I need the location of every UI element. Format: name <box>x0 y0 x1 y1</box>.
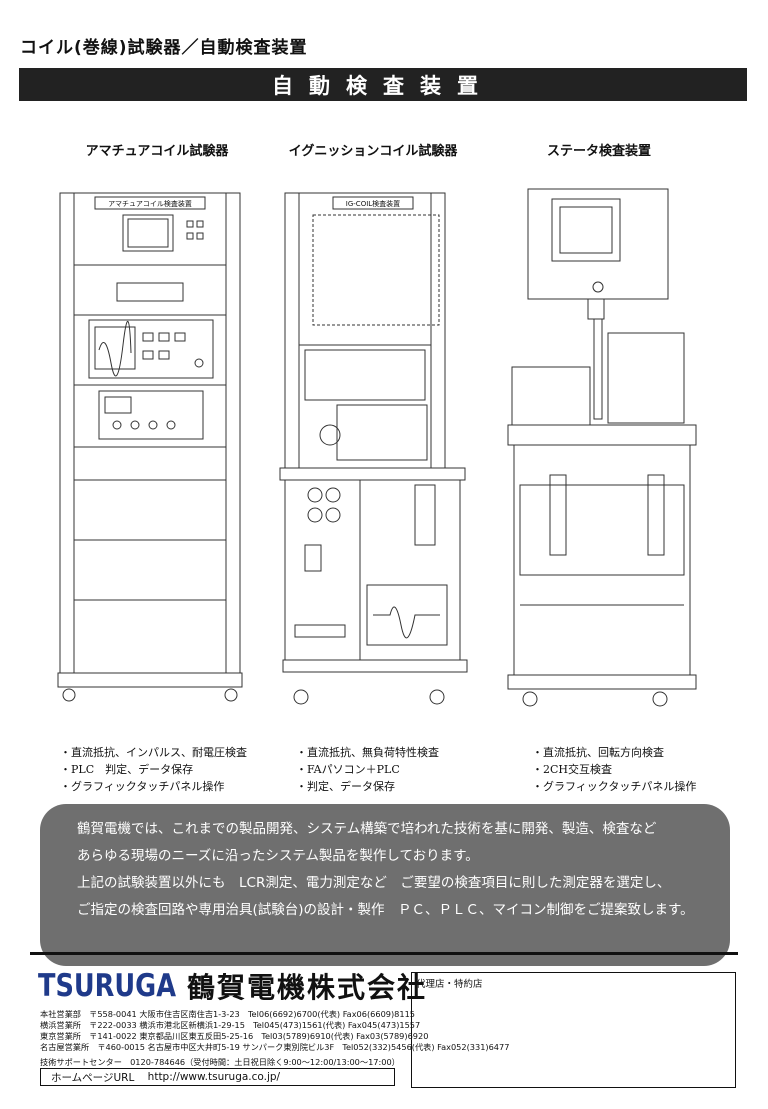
info-line: あらゆる現場のニーズに沿ったシステム製品を製作しております。 <box>77 848 479 864</box>
info-line: ご指定の検査回路や専用治具(試験台)の設計・製作 ＰＣ、ＰＬＣ、マイコン制御をご… <box>77 902 694 918</box>
feature-item: ・PLC 判定、データ保存 <box>60 763 194 776</box>
feature-item: ・2CH交互検査 <box>532 763 613 776</box>
armature-features: ・直流抵抗、インパルス、耐電圧検査 ・PLC 判定、データ保存 ・グラフィックタ… <box>60 744 247 795</box>
ignition-features: ・直流抵抗、無負荷特性検査 ・FAパソコン＋PLC ・判定、データ保存 <box>296 744 439 795</box>
svg-text:TSURUGA: TSURUGA <box>38 968 176 1002</box>
office-item: 横浜営業所 〒222-0033 横浜市港北区新横浜1-29-15 Tel045(… <box>40 1020 421 1030</box>
feature-item: ・直流抵抗、無負荷特性検査 <box>296 746 439 759</box>
armature-tester-illustration: アマチュアコイル検査装置 <box>57 192 243 702</box>
office-item: 東京営業所 〒141-0022 東京都品川区東五反田5-25-16 Tel03(… <box>40 1031 429 1041</box>
agent-label: 代理店・特約店 <box>416 979 483 990</box>
section-banner: 自動検査装置 <box>19 68 747 101</box>
armature-panel-label: アマチュアコイル検査装置 <box>108 199 192 208</box>
feature-item: ・FAパソコン＋PLC <box>296 763 400 776</box>
company-name: 鶴賀電機株式会社 <box>187 971 428 1004</box>
tsuruga-logo: TSURUGA <box>38 968 176 1002</box>
info-line: 上記の試験装置以外にも LCR測定、電力測定など ご要望の検査項目に則した測定器… <box>77 875 671 891</box>
ignition-tester-illustration: IG-COIL検査装置 <box>279 192 468 705</box>
info-line: 鶴賀電機では、これまでの製品開発、システム構築で培われた技術を基に開発、製造、検… <box>77 821 657 837</box>
url-label: ホームページURL <box>51 1071 135 1084</box>
footer-divider <box>30 952 738 955</box>
stator-features: ・直流抵抗、回転方向検査 ・2CH交互検査 ・グラフィックタッチパネル操作 <box>532 744 696 795</box>
product-title-armature: アマチュアコイル試験器 <box>85 144 229 159</box>
office-list: 本社営業部 〒558-0041 大阪市住吉区南住吉1-3-23 Tel06(66… <box>40 1009 509 1053</box>
homepage-url-link[interactable]: http://www.tsuruga.co.jp/ <box>147 1071 281 1083</box>
feature-item: ・直流抵抗、回転方向検査 <box>532 746 664 759</box>
product-title-ignition: イグニッションコイル試験器 <box>288 144 458 159</box>
ignition-panel-label: IG-COIL検査装置 <box>346 199 400 208</box>
homepage-url-box[interactable]: ホームページURL http://www.tsuruga.co.jp/ <box>40 1068 395 1086</box>
feature-item: ・グラフィックタッチパネル操作 <box>532 780 697 793</box>
product-title-stator: ステータ検査装置 <box>546 144 651 159</box>
page-title: コイル(巻線)試験器／自動検査装置 <box>20 38 308 58</box>
support-center: 技術サポートセンター 0120-784646（受付時間：土日祝日除く9:00～1… <box>40 1057 400 1067</box>
office-item: 名古屋営業所 〒460-0015 名古屋市中区大井町5-19 サンパーク東別院ビ… <box>40 1042 510 1052</box>
feature-item: ・グラフィックタッチパネル操作 <box>60 780 225 793</box>
agent-box: 代理店・特約店 <box>411 972 736 1088</box>
company-info-box: 鶴賀電機では、これまでの製品開発、システム構築で培われた技術を基に開発、製造、検… <box>40 804 730 966</box>
office-item: 本社営業部 〒558-0041 大阪市住吉区南住吉1-3-23 Tel06(66… <box>40 1009 416 1019</box>
feature-item: ・直流抵抗、インパルス、耐電圧検査 <box>60 746 247 759</box>
stator-tester-illustration <box>507 188 697 707</box>
feature-item: ・判定、データ保存 <box>296 780 395 793</box>
